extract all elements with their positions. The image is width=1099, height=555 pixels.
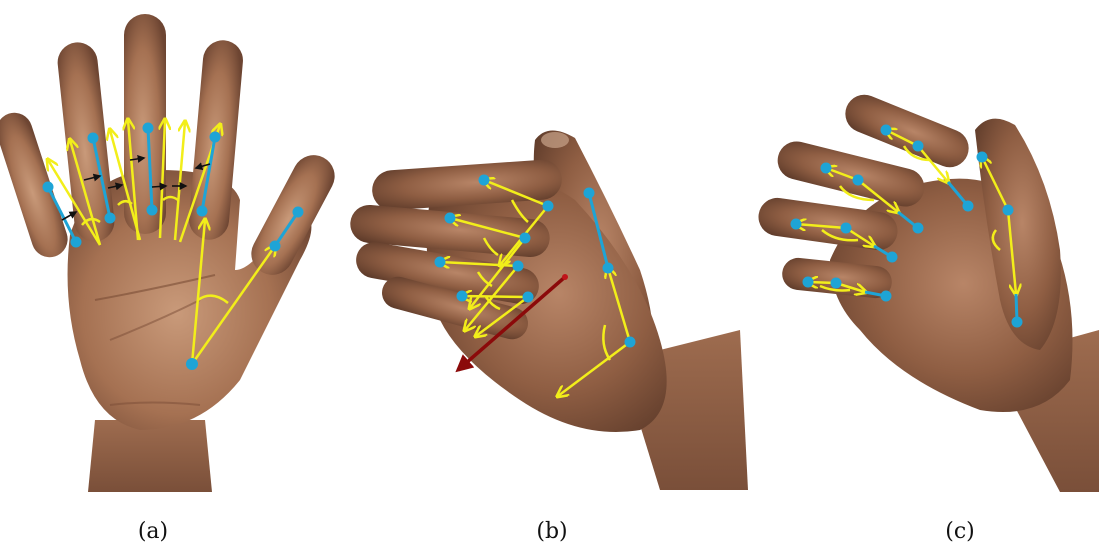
- caption-a: (a): [123, 519, 183, 544]
- finger-ring: [56, 40, 117, 243]
- forearm: [88, 420, 212, 492]
- caption-b: (b): [522, 519, 582, 544]
- hand-palm-front-illustration: [0, 14, 342, 492]
- finger-little: [0, 108, 72, 262]
- caption-c: (c): [930, 519, 990, 544]
- hand-fingers-curled-illustration: [756, 89, 1099, 492]
- hand-side-curled-illustration: [349, 130, 748, 490]
